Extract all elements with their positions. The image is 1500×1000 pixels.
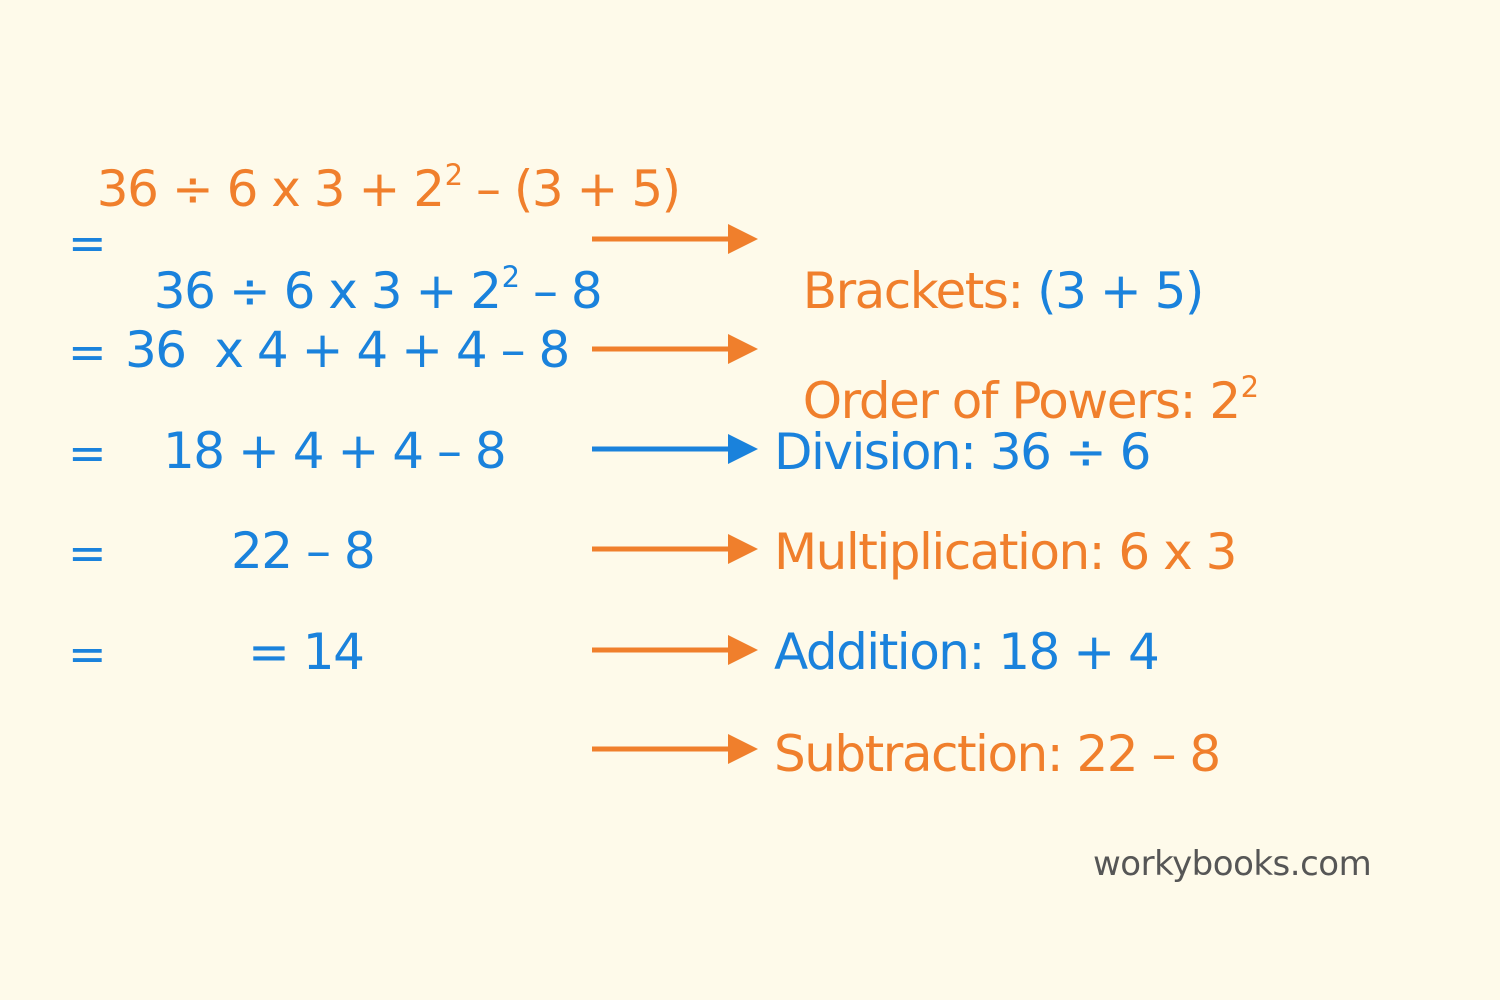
step-3-equals-sign: =: [68, 426, 107, 480]
step-2-equals-sign: =: [68, 325, 107, 379]
original-expression-exponent: 2: [444, 158, 463, 193]
annotation-addition: Addition: 18 + 4: [774, 623, 1160, 681]
step-5-equals-sign: =: [68, 627, 107, 681]
arrow-powers-icon: [592, 334, 758, 364]
original-expression-tail: – (3 + 5): [461, 160, 681, 218]
step-1-expression-tail: – 8: [518, 262, 603, 320]
step-3-expression: 18 + 4 + 4 – 8: [163, 422, 507, 480]
annotation-division: Division: 36 ÷ 6: [774, 423, 1151, 481]
annotation-powers-exponent: 2: [1240, 370, 1259, 405]
annotation-brackets-label: Brackets:: [802, 262, 1038, 320]
arrow-addition-icon: [592, 635, 758, 665]
arrow-brackets-icon: [592, 224, 758, 254]
step-5-expression: = 14: [248, 623, 365, 681]
annotation-powers-label: Order of Powers: 2: [802, 372, 1241, 430]
step-4-expression: 22 – 8: [231, 522, 376, 580]
original-expression-base: 36 ÷ 6 x 3 + 2: [96, 160, 445, 218]
step-1-expression: 36 ÷ 6 x 3 + 22 – 8: [125, 216, 603, 316]
step-4-equals-sign: =: [68, 526, 107, 580]
arrow-multiplication-icon: [592, 534, 758, 564]
original-expression: 36 ÷ 6 x 3 + 22 – (3 + 5): [68, 114, 681, 214]
annotation-multiplication: Multiplication: 6 x 3: [774, 523, 1237, 581]
step-1-equals-sign: =: [68, 216, 107, 270]
watermark-text: workybooks.com: [1093, 844, 1372, 884]
arrow-division-icon: [592, 434, 758, 464]
annotation-brackets-detail: (3 + 5): [1037, 262, 1204, 320]
annotation-subtraction: Subtraction: 22 – 8: [774, 725, 1221, 783]
arrow-subtraction-icon: [592, 734, 758, 764]
annotation-powers: Order of Powers: 22: [774, 326, 1259, 426]
step-2-expression: 36 x 4 + 4 + 4 – 8: [125, 321, 570, 379]
step-1-expression-base: 36 ÷ 6 x 3 + 2: [153, 262, 502, 320]
annotation-brackets: Brackets: (3 + 5): [774, 216, 1205, 316]
step-1-expression-exponent: 2: [501, 260, 520, 295]
